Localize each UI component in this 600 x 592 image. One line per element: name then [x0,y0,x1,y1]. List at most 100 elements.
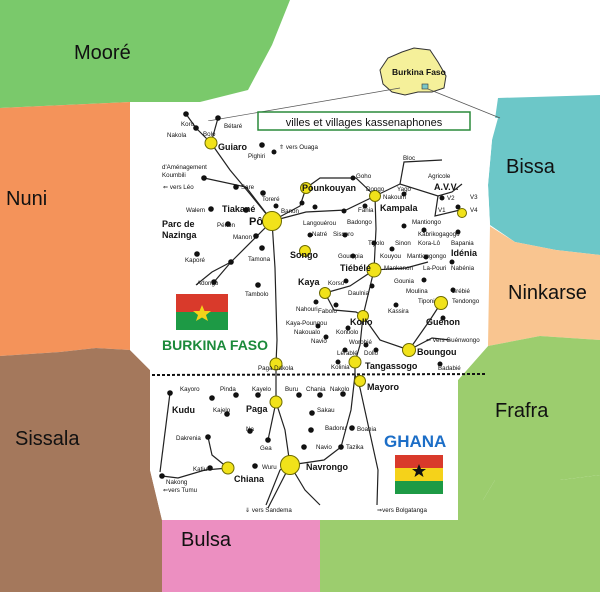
label-kayelo: Kayelo [252,386,271,393]
label-agricole: Agricole [428,173,451,180]
label-chiana: Chiana [234,474,265,484]
label-dongo: Dongo [366,186,385,193]
label-nakoum: Nakoum [383,194,406,201]
label-brebie: Brébié [452,288,470,295]
label-kajelo: Kajelo [213,407,231,414]
label-badonu: Badonu [325,425,347,432]
label-na: Na [246,426,254,433]
label-tazika: Tazika [346,444,364,451]
label-kassira: Kassira [388,308,409,315]
label-sissoro: Sissoro [333,231,354,238]
label-po: Pô [249,216,263,228]
label-worobie: Worobié [349,339,372,346]
region-bulsa-area [162,520,320,592]
label-mayoro: Mayoro [367,382,400,392]
label-guiaro: Guiaro [218,142,248,152]
label-nakola: Nakola [167,132,187,139]
label-pinda: Pinda [220,386,236,393]
place-labels: Koro Bétaré Nakola Bolo Guiaro Pighiri ⇑… [162,121,480,514]
label-moulina: Moulina [406,288,428,295]
label-tiyolo: Tiyolo [368,240,385,247]
label-sare: Sare [241,184,255,191]
label-navio: Navio [316,444,332,451]
label-sakau: Sakau [317,407,335,414]
label-yago: Yago [397,186,412,193]
label-manon: Manon [233,234,252,241]
label-kollo: Kollo [350,317,373,327]
label-songo: Songo [290,250,318,260]
region-label-sissala: Sissala [15,428,80,450]
label-badongo: Badongo [347,219,372,226]
inset-label: Burkina Faso [392,67,446,77]
region-nuni-area [0,102,130,356]
label-kontiolo: Kontiolo [336,329,359,336]
label-mantiongongo: Mantiongongo [407,253,447,260]
label-tiakane: Tiakané [222,204,255,214]
label-kora-lo: Kora-Lô [418,240,441,247]
country-label-ghana: GHANA [384,432,446,451]
label-paga-dakola: Paga Dakola [258,365,294,372]
label-la-pouri: La-Pouri [423,265,446,272]
map-title: villes et villages kassenaphones [286,117,443,129]
label-v2: V2 [447,195,455,202]
label-langouerou: Langouérou [303,220,337,227]
label-kolinia: Kolinia [331,364,350,371]
label-nakong: Nakong [166,479,188,486]
border-line [151,373,487,376]
region-bottom-area [320,475,600,592]
label-bloc: Bloc [403,155,415,162]
region-bissa-area [488,95,600,255]
region-ninkarse-area [488,225,600,346]
label-tangassogo: Tangassogo [365,361,418,371]
label-koumbili: Koumbili [162,172,186,179]
label-walem: Walem [186,207,205,214]
region-label-bulsa: Bulsa [181,529,232,551]
label-vers-leo: ⇐ vers Léo [163,184,194,191]
label-vers-guenwongo: ⇐ vers Guénwongo [426,337,480,344]
label-boania: Boania [357,426,377,433]
label-torere: Toreré [262,196,280,203]
label-goho: Goho [356,173,372,180]
label-v4: V4 [470,207,478,214]
village-dots [159,111,461,479]
label-betare: Bétaré [224,123,243,130]
label-vers-sandema: ⇓ vers Sandema [245,507,292,514]
label-katiu: Katiu [193,466,208,473]
country-label-burkina: BURKINA FASO [162,337,268,353]
inset-highlight-box [421,83,429,90]
label-koro: Koro [181,121,195,128]
label-v1: V1 [438,207,446,214]
region-moore-area [0,0,290,108]
label-dollo: Dollo [364,350,379,357]
label-daulnia: Daulnia [348,290,370,297]
label-bolo: Bolo [203,131,216,138]
map-card [130,118,498,520]
label-nahouri: Nahouri [296,306,318,313]
label-dakrenia: Dakrenia [176,435,201,442]
label-vers-ouaga: ⇑ vers Ouaga [279,144,318,151]
label-nakoualo: Nakoualo [294,329,321,336]
label-kayoro: Kayoro [180,386,200,393]
region-label-moore: Mooré [74,42,131,64]
label-mantiongo: Mantiongo [412,219,441,226]
burkina-faso-inset-shape [379,47,447,96]
label-kudu: Kudu [172,405,195,415]
label-nabenia: Nabénia [451,265,475,272]
label-buru: Buru [285,386,299,393]
label-vers-tumu: ⇐vers Tumu [163,487,198,494]
label-boungou: Boungou [417,347,457,357]
label-vers-bolgatanga: ⇒vers Bolgatanga [377,507,427,514]
label-fabolo: Fabolo [318,308,337,315]
label-mankanon: Mankanon [384,265,413,272]
label-nazinga: Nazinga [162,230,198,240]
label-kampala: Kampala [380,203,419,213]
label-gounia: Gounia [394,278,415,285]
inset-pointer-line-right [427,88,501,119]
title-box [257,111,471,131]
region-label-nuni: Nuni [6,188,47,210]
label-badabie: Badabié [438,365,461,372]
label-kaya: Kaya [298,277,321,287]
label-wuru: Wuru [262,464,277,471]
label-navio-b: Navio [311,338,327,345]
region-sissala-area [0,348,162,592]
